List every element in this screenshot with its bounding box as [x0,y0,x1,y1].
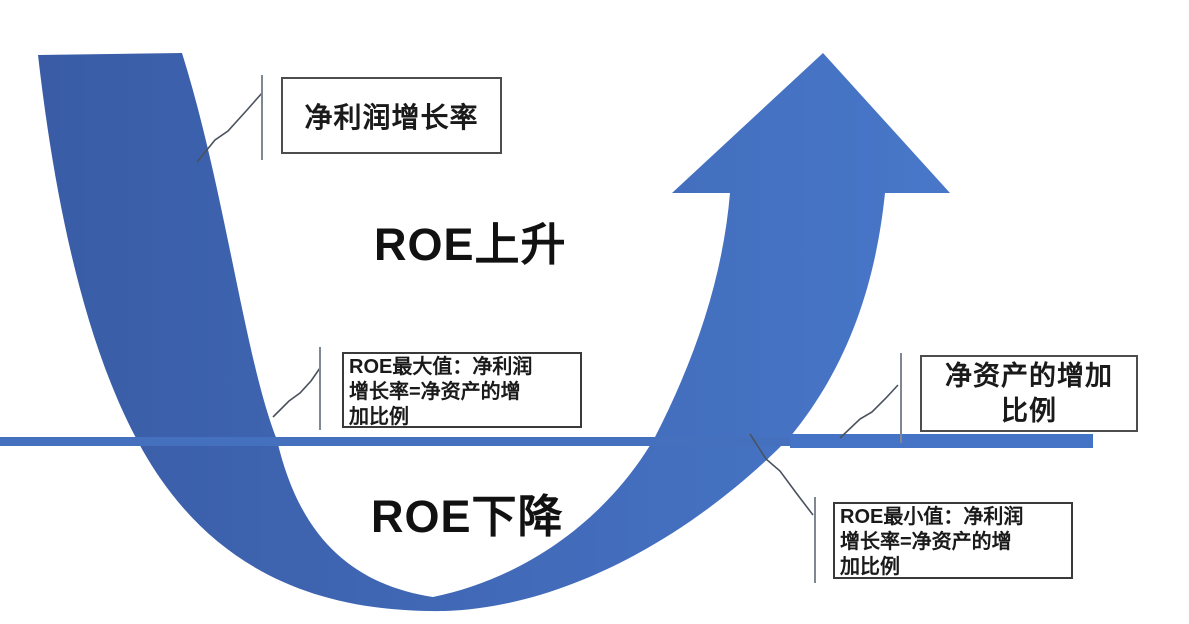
callout-roe-max-line2: 增长率=净资产的增 [349,381,521,403]
callout-net-asset-increase-line1: 净资产的增加 [945,360,1113,391]
leader-net-asset-increase [839,384,899,439]
callout-roe-min-line2: 增长率=净资产的增 [840,531,1012,553]
callout-roe-max-line3: 加比例 [349,406,409,428]
callout-roe-min: ROE最小值：净利润 增长率=净资产的增 加比例 [833,502,1073,579]
baseline [0,437,1093,446]
callout-roe-min-line3: 加比例 [840,556,900,578]
baseline-right-segment [790,434,1093,448]
callout-roe-min-line1: ROE最小值：净利润 [840,506,1024,528]
leader-roe-max [272,367,321,418]
callout-roe-max: ROE最大值：净利润 增长率=净资产的增 加比例 [342,352,582,428]
callout-roe-max-line1: ROE最大值：净利润 [349,356,533,378]
callout-net-profit-growth-text: 净利润增长率 [304,101,479,133]
roe-curve-arrow [38,53,950,612]
label-roe-up: ROE上升 [374,219,567,270]
leader-roe-min [749,433,814,516]
leader-net-profit-growth [196,92,263,163]
callout-net-asset-increase-line2: 比例 [1001,395,1057,426]
callout-net-asset-increase: 净资产的增加 比例 [920,355,1138,432]
label-roe-down: ROE下降 [371,491,564,542]
callout-net-profit-growth: 净利润增长率 [281,77,502,154]
